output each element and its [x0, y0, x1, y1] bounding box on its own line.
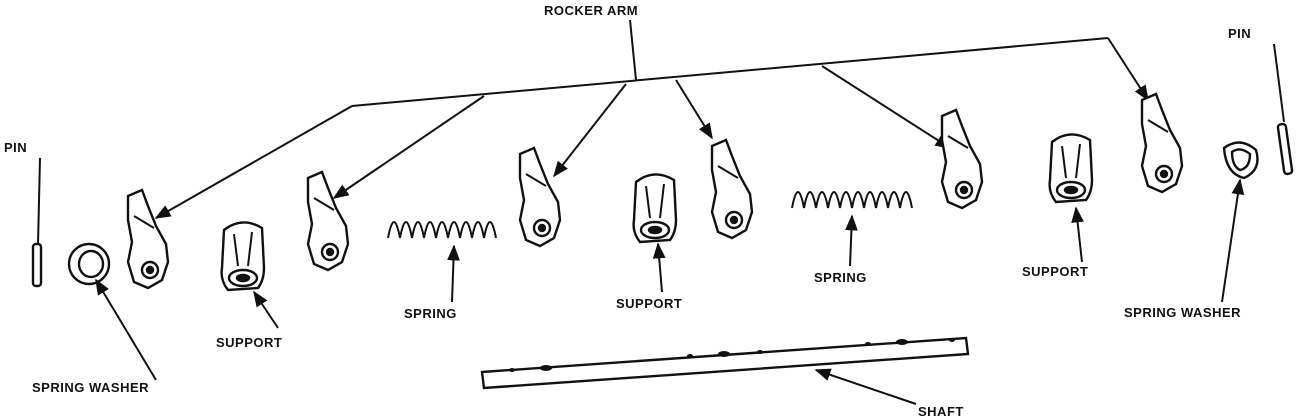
spring-2 — [791, 191, 913, 267]
label-support-2: SUPPORT — [616, 296, 683, 311]
rocker-arm-4 — [710, 138, 754, 240]
spring-washer-left — [67, 242, 157, 381]
label-pin-left: PIN — [4, 140, 28, 155]
label-spring-1: SPRING — [404, 306, 457, 321]
pin-left — [31, 157, 43, 288]
label-spring-2: SPRING — [814, 270, 867, 285]
rocker-arm-3 — [518, 146, 562, 248]
label-spring-washer-left: SPRING WASHER — [32, 380, 150, 395]
spring-washer-right — [1221, 141, 1259, 303]
shaft — [480, 336, 970, 405]
label-support-1: SUPPORT — [216, 335, 283, 350]
pin-right — [1273, 43, 1294, 176]
label-pin-right: PIN — [1228, 26, 1252, 41]
label-spring-washer-right: SPRING WASHER — [1124, 305, 1242, 320]
support-3 — [1048, 133, 1094, 204]
label-rocker-arm: ROCKER ARM — [544, 3, 639, 18]
label-support-3: SUPPORT — [1022, 264, 1089, 279]
support-2 — [632, 173, 678, 244]
label-shaft: SHAFT — [918, 404, 964, 419]
support-1 — [220, 221, 266, 292]
rocker-arm-5 — [940, 108, 984, 210]
rocker-arm-2 — [306, 170, 350, 272]
rocker-arm-6 — [1140, 92, 1184, 194]
rocker-arm-1 — [126, 188, 170, 290]
rocker-arm-leaders — [154, 19, 1149, 219]
spring-1 — [387, 221, 497, 303]
